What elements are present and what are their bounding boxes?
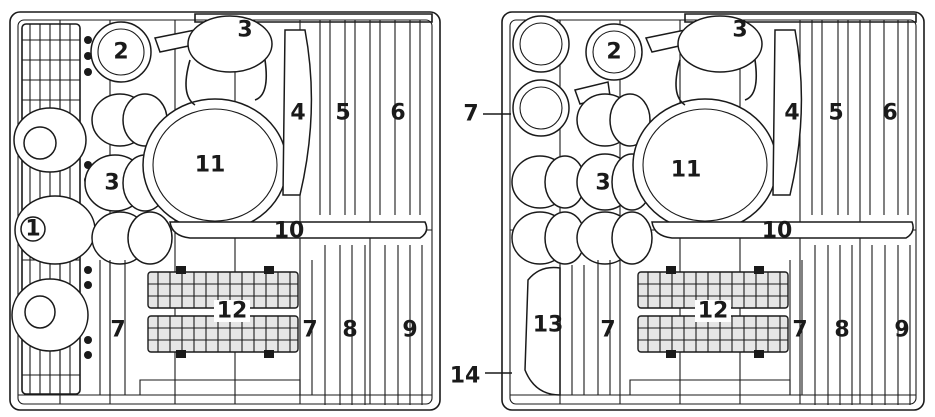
right-label-large-plate-c: 6 — [882, 101, 897, 126]
left-cup-saucer — [90, 21, 152, 83]
left-cutlery-basket — [147, 266, 299, 358]
left-label-bowl: 11 — [195, 153, 226, 178]
right-label-bottom: 14 — [450, 364, 481, 389]
right-label-tray: 10 — [762, 219, 793, 244]
left-label-tray: 10 — [274, 219, 305, 244]
right-large-plates — [772, 20, 909, 215]
left-lower-plates — [99, 245, 423, 405]
right-label-dessert-plate-left: 7 — [600, 318, 615, 343]
right-label-cup-saucer: 2 — [606, 40, 621, 65]
right-label-side: 7 — [463, 102, 478, 127]
right-label-bowl: 11 — [671, 158, 702, 183]
left-cups — [11, 107, 96, 352]
left-labels: 1 2 3 3 4 5 6 7 7 8 9 10 11 12 — [20, 18, 418, 343]
right-lower-plates — [559, 245, 911, 405]
left-label-small-bowl-mid: 3 — [104, 171, 119, 196]
left-label-dessert-plate-right: 7 — [302, 318, 317, 343]
right-rack-frame — [501, 11, 925, 411]
right-label-dinner-plate: 8 — [834, 318, 849, 343]
left-label-cutlery-basket: 12 — [217, 299, 248, 324]
left-large-bowl — [142, 15, 288, 232]
right-label-cutlery-basket: 12 — [698, 299, 729, 324]
right-label-small-bowl-top: 3 — [732, 18, 747, 43]
left-label-large-plate-a: 4 — [290, 101, 305, 126]
right-large-bowl — [632, 15, 778, 232]
left-rack: 1 2 3 3 4 5 6 7 7 8 9 10 11 12 — [9, 11, 441, 411]
left-label-dinner-plate: 8 — [342, 318, 357, 343]
left-label-large-plate-b: 5 — [335, 101, 350, 126]
right-label-dessert-plate-right: 7 — [792, 318, 807, 343]
right-small-bowls — [511, 93, 653, 265]
left-label-cup-circle — [20, 216, 46, 242]
left-rack-frame — [9, 11, 441, 411]
right-cups-top — [512, 15, 689, 137]
right-label-large-plate-a: 4 — [784, 101, 799, 126]
right-tray — [651, 221, 914, 239]
right-label-deep-plate: 13 — [533, 313, 564, 338]
left-label-large-plate-c: 6 — [390, 101, 405, 126]
left-label-dessert-plate-left: 7 — [110, 318, 125, 343]
right-label-large-plate-b: 5 — [828, 101, 843, 126]
right-labels: 2 3 3 4 5 6 7 7 7 8 9 10 11 12 13 14 — [450, 18, 910, 389]
left-label-cup-saucer: 2 — [113, 40, 128, 65]
right-rack: 2 3 3 4 5 6 7 7 7 8 9 10 11 12 13 14 — [450, 11, 925, 411]
left-label-cup: 1 — [25, 217, 40, 242]
left-label-small-bowl-top: 3 — [237, 18, 252, 43]
left-tray — [169, 221, 428, 239]
left-label-dinner-plate-right: 9 — [402, 318, 417, 343]
right-label-small-bowl-mid: 3 — [595, 171, 610, 196]
right-label-dinner-plate-right: 9 — [894, 318, 909, 343]
left-large-plates — [282, 20, 421, 215]
